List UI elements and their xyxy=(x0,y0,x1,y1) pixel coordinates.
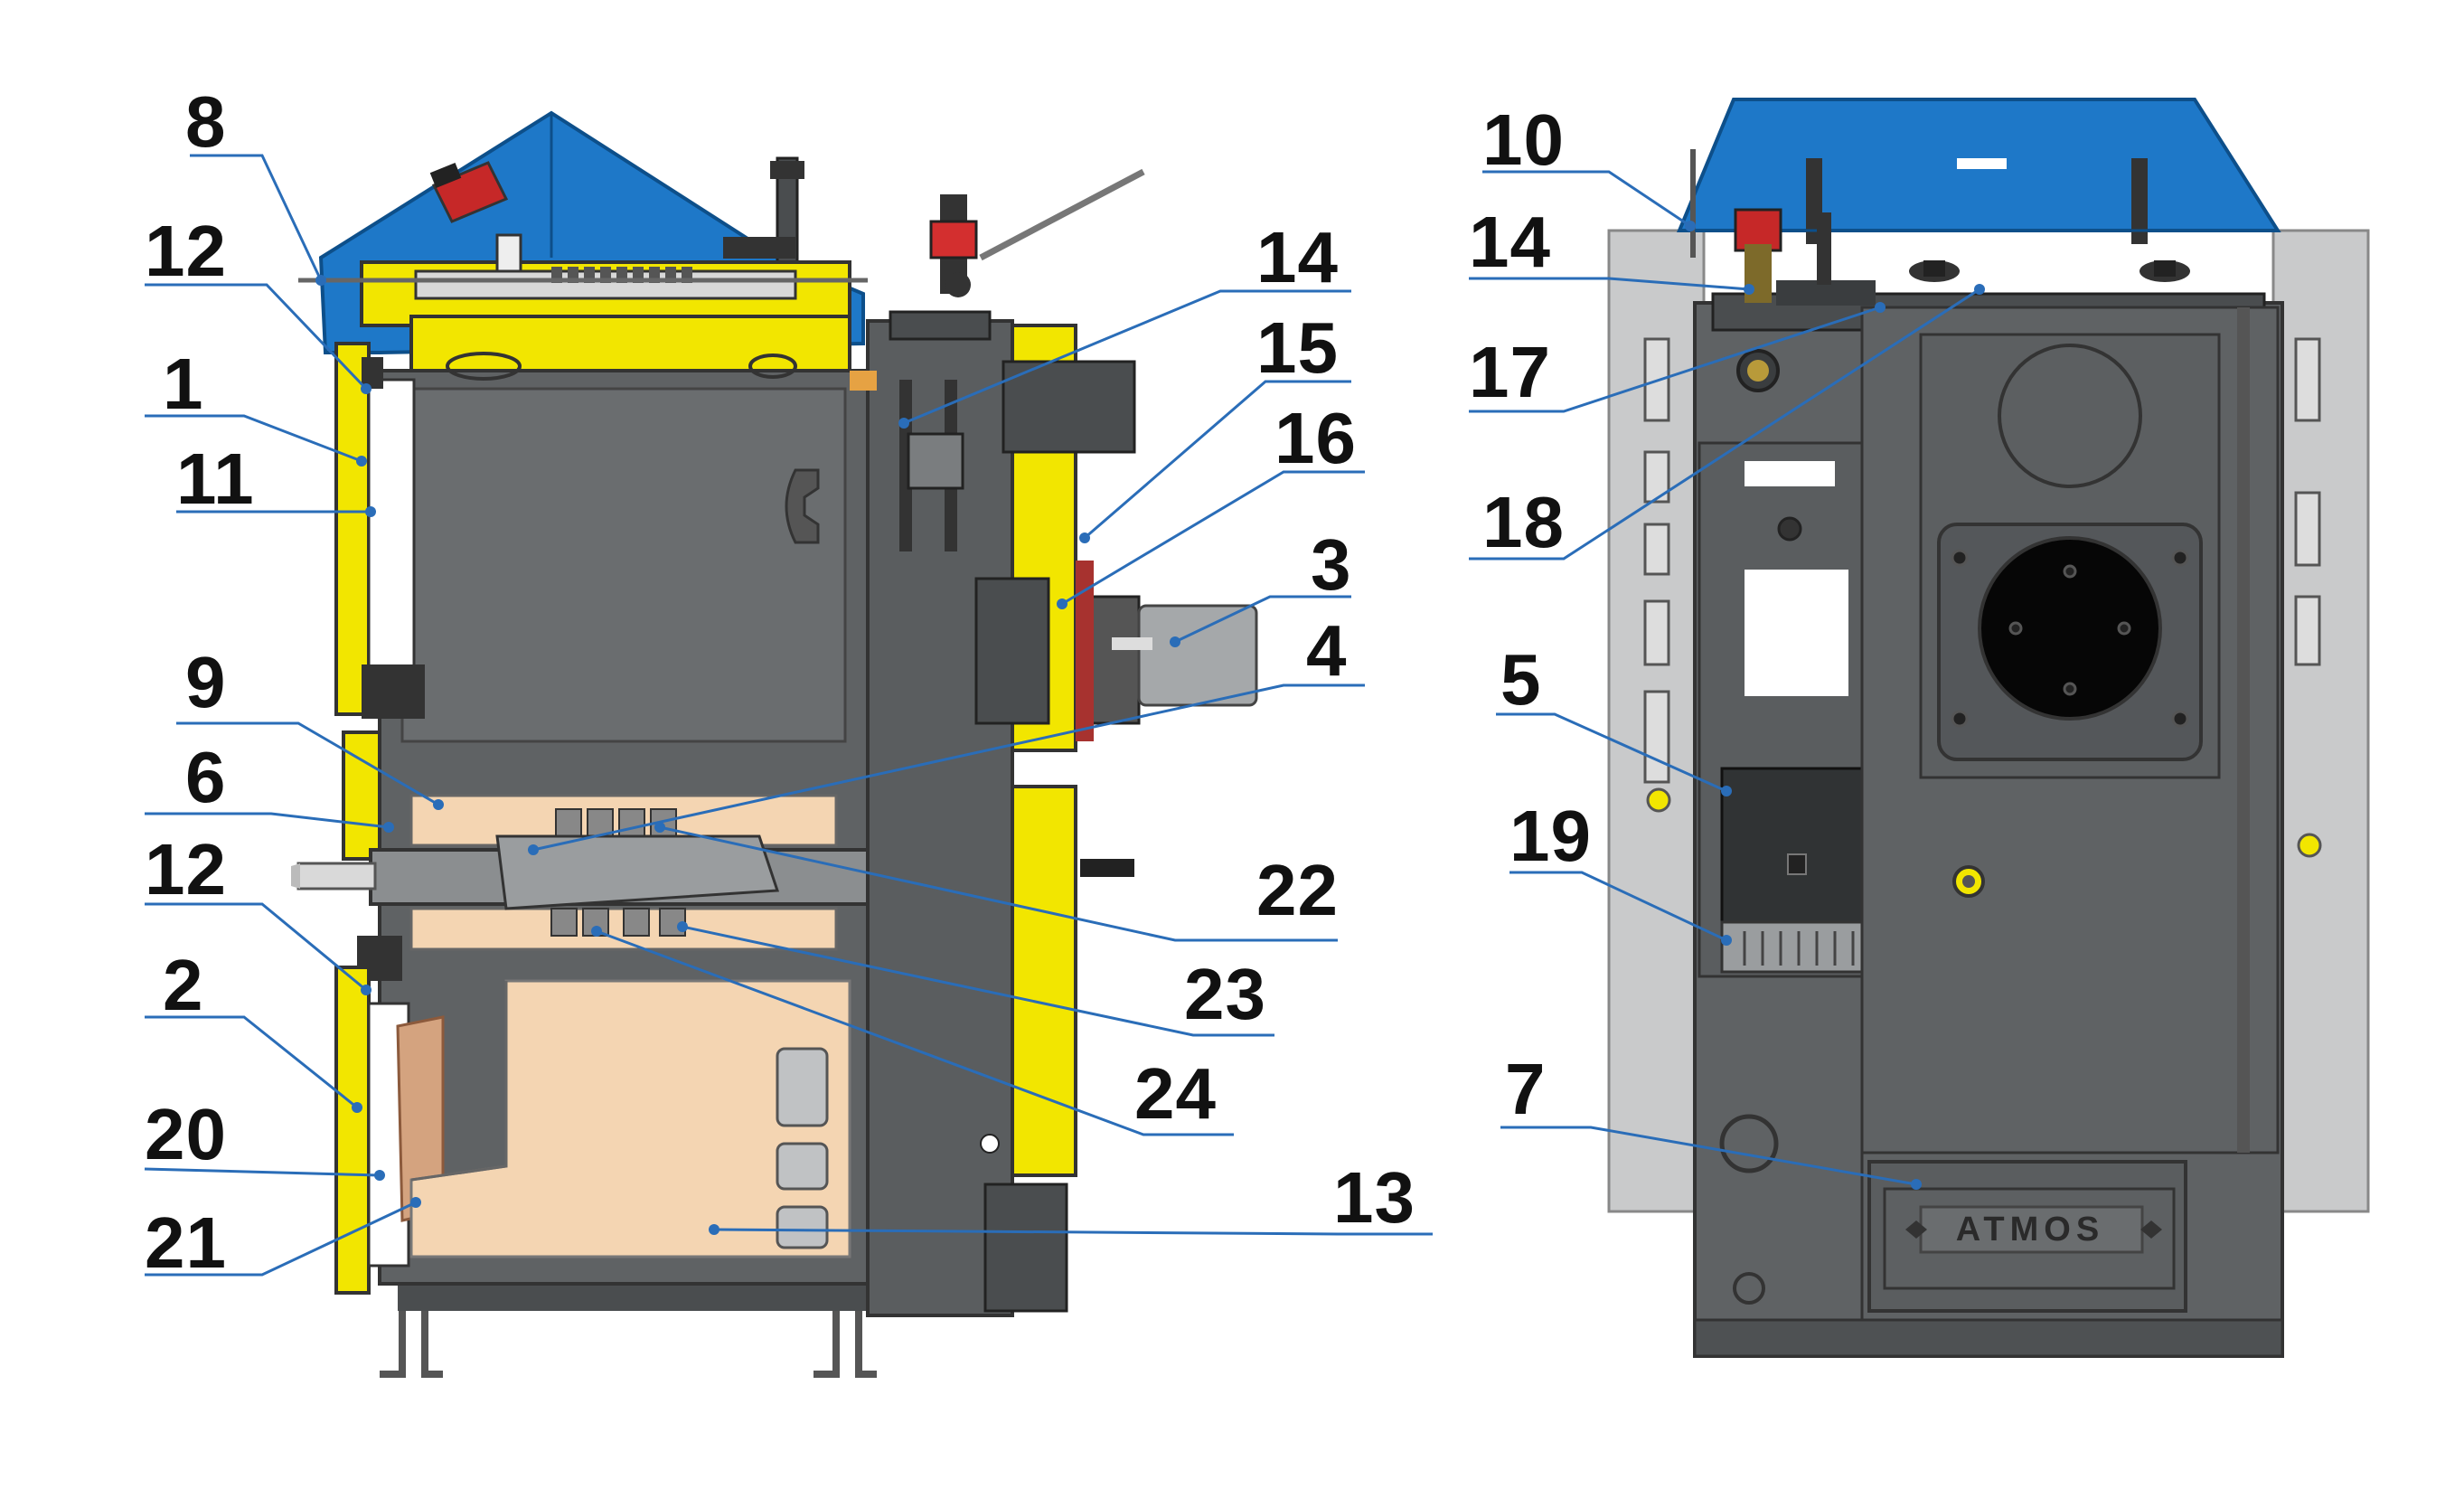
callout-5: 5 xyxy=(1500,639,1542,720)
callout-14-right: 14 xyxy=(1469,202,1551,282)
callout-12-top: 12 xyxy=(145,211,227,291)
callout-8: 8 xyxy=(185,81,227,162)
upper-door xyxy=(334,342,371,716)
callout-1: 1 xyxy=(163,344,204,424)
draught-regulator xyxy=(929,168,1145,297)
callout-21: 21 xyxy=(145,1202,227,1283)
chamber-slots xyxy=(776,1047,829,1249)
callout-20: 20 xyxy=(145,1094,227,1174)
flue-outlet xyxy=(1978,536,2162,721)
callout-9: 9 xyxy=(185,642,227,722)
callout-17: 17 xyxy=(1469,332,1551,412)
callout-4: 4 xyxy=(1306,610,1348,691)
control-box xyxy=(1720,767,1873,924)
callout-2: 2 xyxy=(163,945,204,1025)
boiler-legs xyxy=(380,1293,877,1378)
leader-lines xyxy=(144,154,1980,1277)
callout-16: 16 xyxy=(1274,398,1357,478)
callout-10: 10 xyxy=(1482,99,1565,180)
callout-11: 11 xyxy=(176,438,255,519)
atmos-brand-plate: ATMOS xyxy=(1883,1187,2176,1290)
callout-6: 6 xyxy=(185,737,227,817)
boiler-rear-view: ATMOS xyxy=(1607,98,2370,1358)
flue-outlet-ring xyxy=(1998,344,2142,488)
callout-23: 23 xyxy=(1184,954,1266,1034)
callout-3: 3 xyxy=(1311,524,1352,605)
callout-14-left: 14 xyxy=(1256,217,1339,297)
hood-control-box xyxy=(429,161,509,223)
fan-grille xyxy=(1720,920,1873,974)
feeder-unit xyxy=(1076,561,1258,741)
callout-15: 15 xyxy=(1256,307,1339,388)
callout-19: 19 xyxy=(1509,796,1592,876)
lower-door xyxy=(334,966,371,1295)
callout-18: 18 xyxy=(1482,482,1565,562)
brand-plate-text: ATMOS xyxy=(1956,1211,2104,1249)
callout-12-bottom: 12 xyxy=(145,829,227,909)
callout-7: 7 xyxy=(1505,1049,1547,1129)
upper-door-insulation xyxy=(367,378,416,671)
boiler-cross-section xyxy=(291,110,1258,1378)
callout-24: 24 xyxy=(1134,1053,1217,1134)
callout-13: 13 xyxy=(1333,1157,1415,1238)
callout-22: 22 xyxy=(1256,850,1339,930)
leader-dots xyxy=(315,221,1985,1235)
